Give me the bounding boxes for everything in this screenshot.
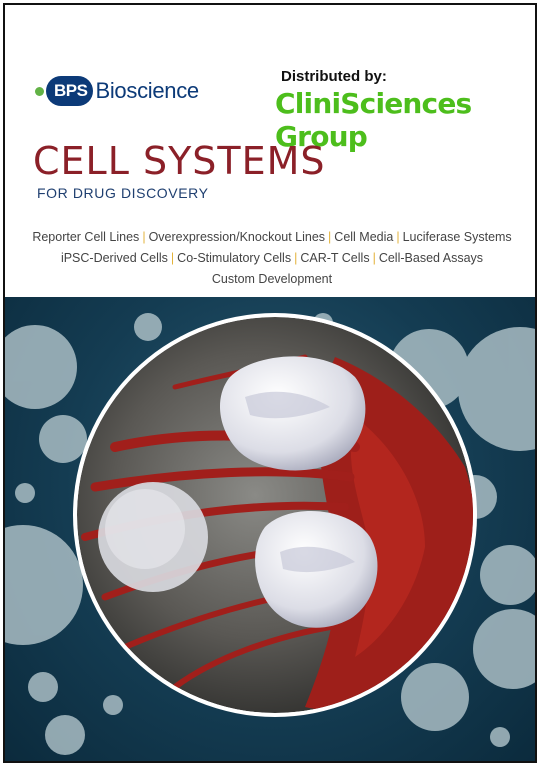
category-line: iPSC-Derived Cells|Co-Stimulatory Cells|…	[5, 248, 535, 269]
category-separator: |	[372, 251, 376, 265]
category-item: Cell-Based Assays	[378, 251, 484, 265]
category-separator: |	[328, 230, 332, 244]
category-item: iPSC-Derived Cells	[60, 251, 168, 265]
category-item: Cell Media	[334, 230, 394, 244]
distributed-by-label: Distributed by:	[281, 68, 387, 85]
cover-header-panel: BPS Bioscience Distributed by: CliniScie…	[5, 5, 535, 297]
category-separator: |	[396, 230, 400, 244]
category-item: Luciferase Systems	[402, 230, 512, 244]
clinisciences-logo: CliniSciences Group	[275, 87, 535, 153]
category-item: Reporter Cell Lines	[32, 230, 140, 244]
logo-wordmark: Bioscience	[95, 78, 199, 103]
category-separator: |	[142, 230, 146, 244]
category-line: Reporter Cell Lines|Overexpression/Knock…	[5, 227, 535, 248]
cover-subtitle: FOR DRUG DISCOVERY	[37, 185, 209, 201]
category-separator: |	[170, 251, 175, 265]
logo-dot-icon	[35, 86, 44, 96]
category-item: CAR-T Cells	[300, 251, 370, 265]
category-line: Custom Development	[5, 269, 535, 290]
cover-title: CELL SYSTEMS	[33, 139, 326, 183]
product-category-list: Reporter Cell Lines|Overexpression/Knock…	[5, 227, 535, 290]
category-item: Co-Stimulatory Cells	[177, 251, 292, 265]
logo-badge: BPS	[46, 76, 94, 106]
lens-content	[77, 317, 473, 713]
cell-artwork-svg	[5, 313, 535, 755]
brochure-cover: BPS Bioscience Distributed by: CliniScie…	[3, 3, 537, 763]
clinisciences-group: Group	[275, 120, 368, 153]
category-item: Overexpression/Knockout Lines	[148, 230, 326, 244]
category-separator: |	[294, 251, 298, 265]
clinisciences-name: CliniSciences	[275, 87, 472, 120]
bps-bioscience-logo: BPS Bioscience	[35, 73, 199, 109]
category-item: Custom Development	[211, 272, 333, 286]
cell-illustration	[5, 297, 535, 761]
